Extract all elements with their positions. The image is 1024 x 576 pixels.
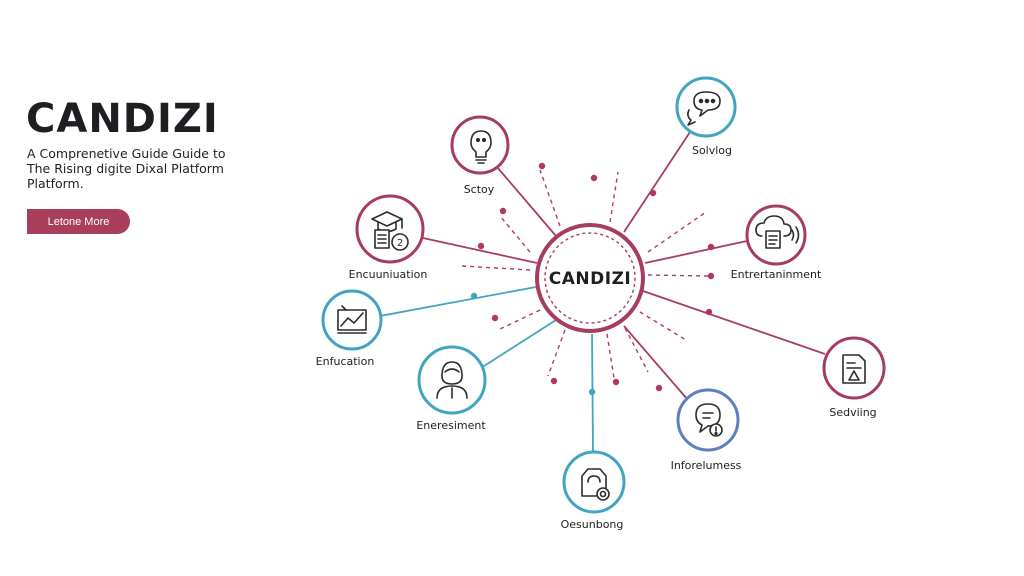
connector-lines: [379, 131, 826, 453]
tagline-line-1: A Comprenetive Guide Guide to: [27, 146, 226, 161]
node-sctoy[interactable]: Sctoy: [450, 115, 510, 196]
node-label-solvlog: Solvlog: [692, 144, 732, 157]
graduation-cap-icon: 2: [371, 211, 409, 251]
lock-badge-icon: [581, 468, 610, 501]
node-oesunbong[interactable]: Oesunbong: [561, 450, 626, 531]
node-inforelumess[interactable]: Inforelumess: [671, 388, 742, 472]
node-enfucation[interactable]: Enfucation: [316, 289, 383, 368]
node-label-encuuniuation: Encuuniuation: [349, 268, 428, 281]
learn-more-button[interactable]: Letone More: [27, 209, 130, 234]
node-label-eneresiment: Eneresiment: [416, 419, 486, 432]
person-icon: [436, 361, 468, 399]
chat-alert-icon: [695, 403, 723, 437]
connector-info: [623, 325, 689, 401]
node-sedviing[interactable]: Sedviing: [822, 336, 886, 419]
hub-node[interactable]: CANDIZI: [535, 223, 645, 333]
connector-cloud: [644, 240, 748, 264]
tagline-line-3: Platform.: [27, 176, 84, 191]
connector-person: [480, 319, 557, 369]
node-eneresiment[interactable]: Eneresiment: [416, 345, 487, 432]
tagline-line-2: The Rising digite Dixal Platform: [27, 161, 224, 176]
node-entertainment[interactable]: Entrertaninment: [731, 204, 822, 281]
node-solvlog[interactable]: Solvlog: [675, 76, 737, 157]
node-label-sedviing: Sedviing: [829, 406, 876, 419]
node-label-oesunbong: Oesunbong: [561, 518, 624, 531]
connector-doc: [642, 290, 826, 355]
connector-board: [379, 286, 537, 317]
whiteboard-chart-icon: [337, 305, 367, 334]
document-icon: [842, 354, 866, 384]
lightbulb-icon: [470, 130, 492, 164]
hub-label: CANDIZI: [549, 269, 631, 289]
tagline: A Comprenetive Guide Guide to The Rising…: [27, 146, 267, 191]
node-label-inforelumess: Inforelumess: [671, 459, 742, 472]
dashed-rays: [461, 169, 709, 379]
connector-grad: [422, 237, 538, 264]
node-encuuniuation[interactable]: 2 Encuuniuation: [349, 194, 428, 281]
node-label-enfucation: Enfucation: [316, 355, 375, 368]
brand-title: CANDIZI: [26, 96, 219, 142]
svg-text:2: 2: [397, 238, 403, 249]
connector-idea: [496, 166, 557, 237]
connector-chat: [623, 131, 691, 233]
node-label-entertainment: Entrertaninment: [731, 268, 822, 281]
cloud-document-icon: [755, 215, 800, 249]
node-label-sctoy: Sctoy: [464, 183, 495, 196]
speech-bubbles-icon: [687, 91, 721, 126]
accent-dots: [470, 162, 715, 396]
